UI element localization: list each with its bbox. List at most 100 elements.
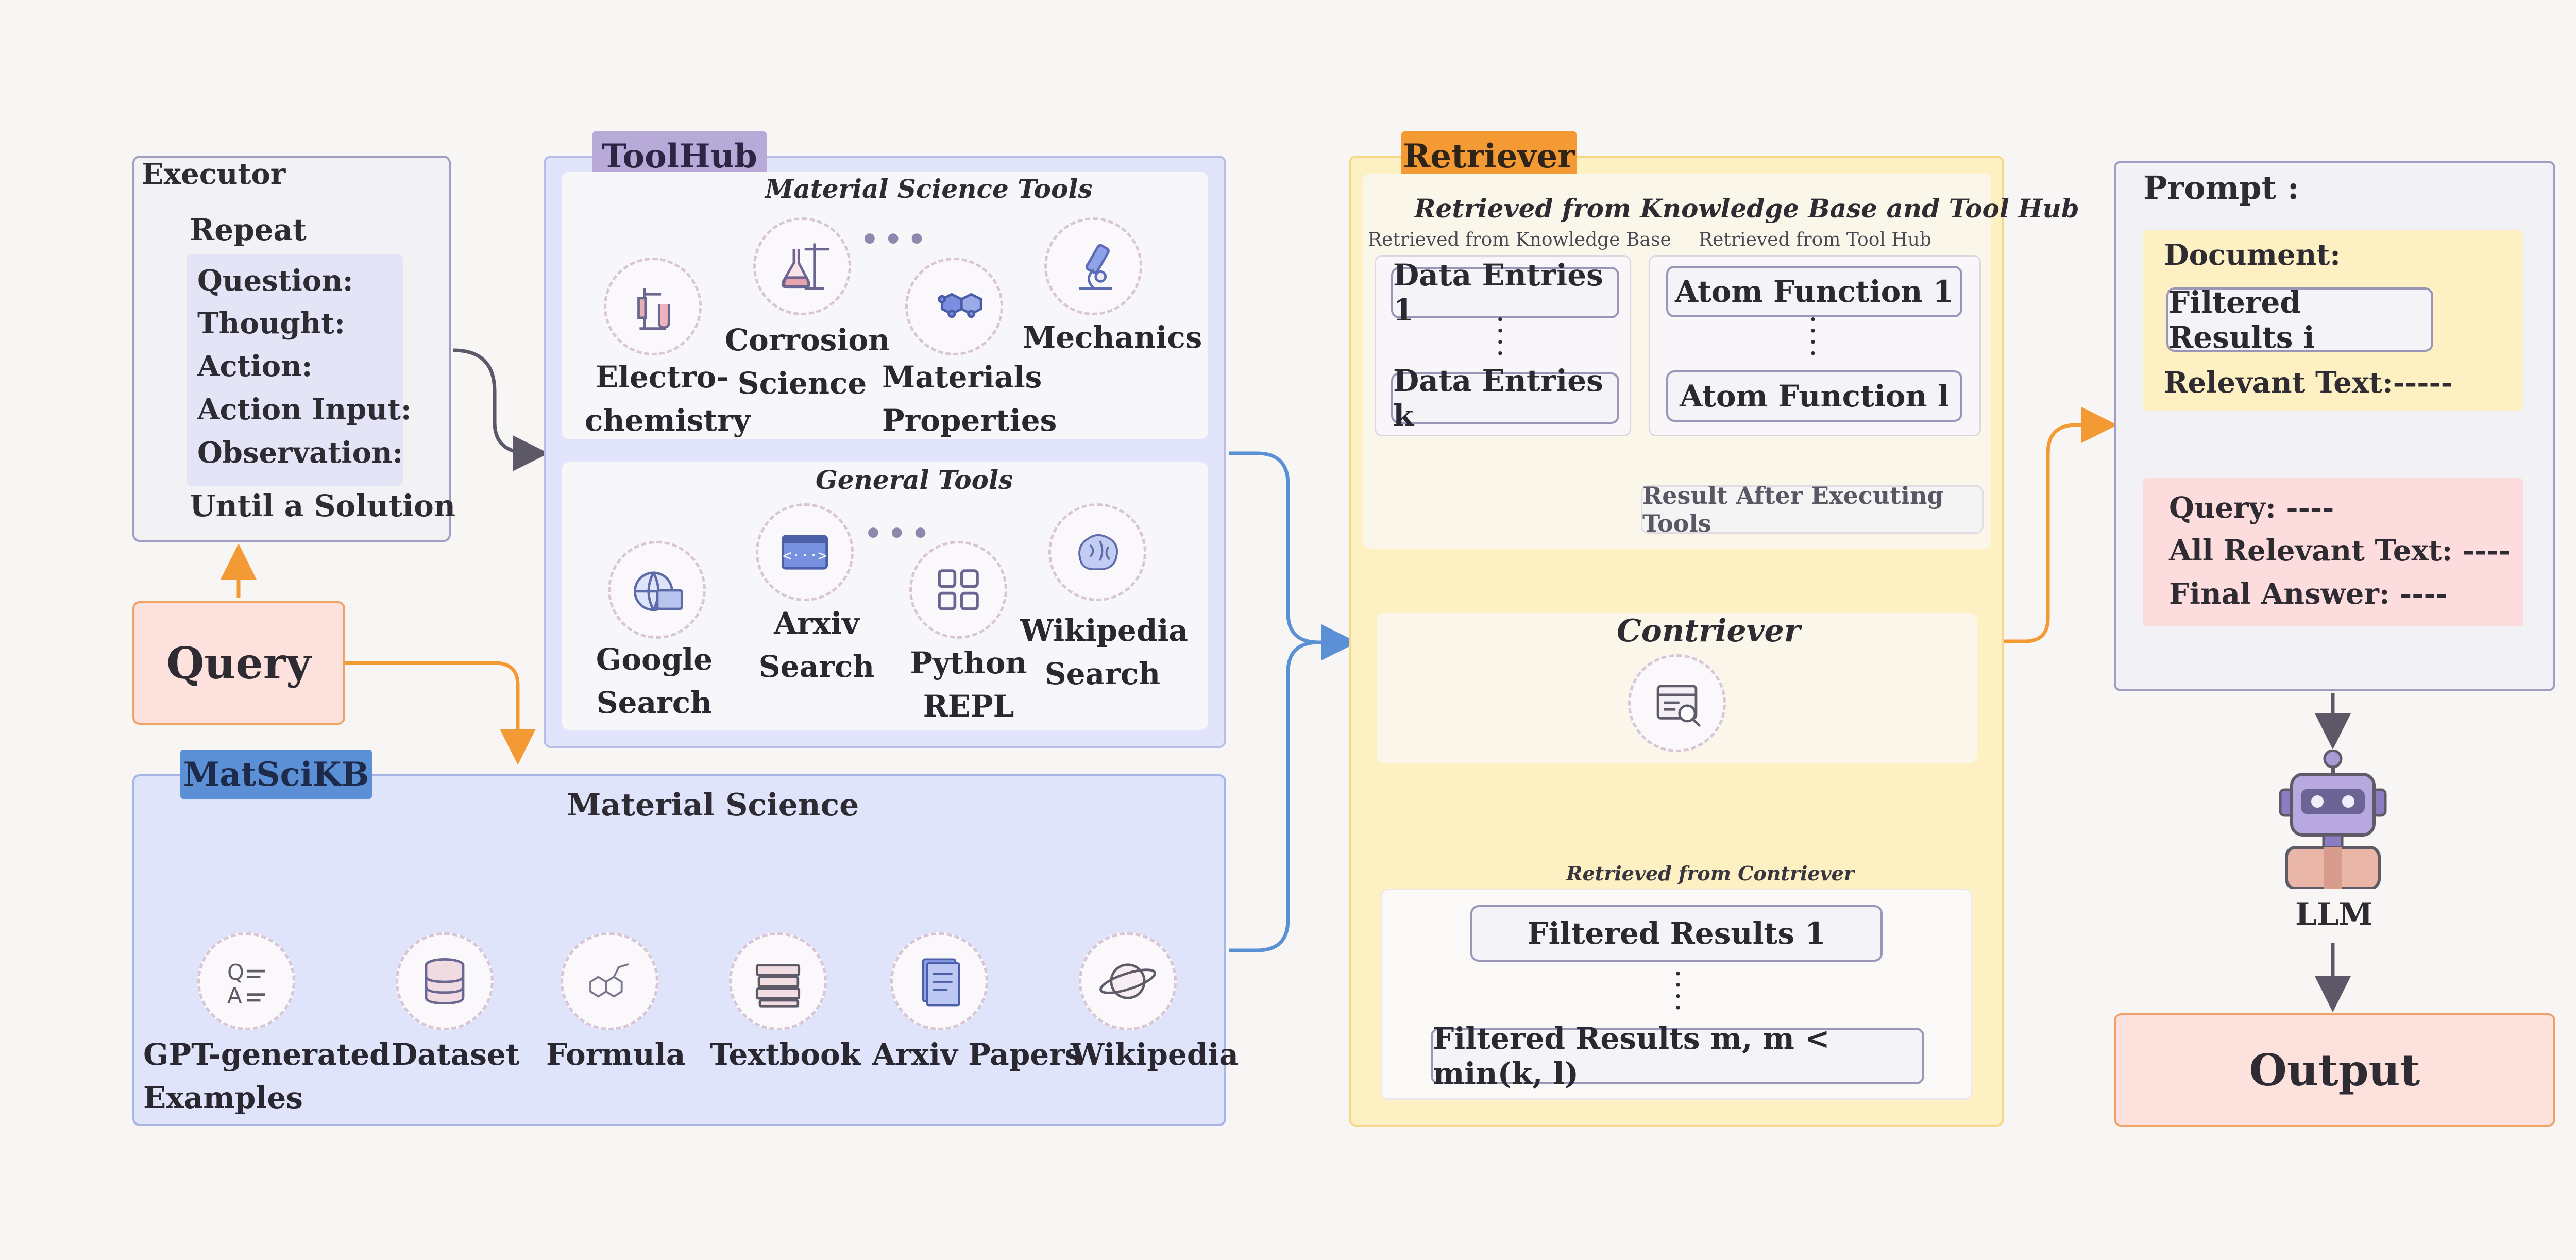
kb-caption: Retrieved from Knowledge Base [1368, 229, 1671, 250]
kb-source-gpt-line1: GPT-generated [143, 1037, 391, 1072]
query-to-kb-arrow [345, 661, 536, 765]
tool-electrochemistry-line1: Electro- [595, 360, 729, 395]
exec-result-text: Result After Executing Tools [1642, 482, 1944, 537]
th-caption: Retrieved from Tool Hub [1699, 229, 1931, 250]
database-icon[interactable] [396, 932, 494, 1030]
exec-result-box[interactable]: Result After Executing Tools [1641, 482, 1984, 537]
code-window-icon[interactable]: <···> [756, 503, 854, 601]
query-box[interactable]: Query [132, 601, 345, 725]
data-entries-first-text: Data Entries 1 [1393, 258, 1603, 328]
brain-icon[interactable] [1048, 503, 1146, 601]
document-icon[interactable] [890, 932, 988, 1030]
molecule-icon[interactable] [905, 258, 1003, 355]
robot-icon [2279, 750, 2387, 889]
executor-steps-box [187, 254, 403, 486]
gen-ellipsis: ••• [864, 517, 935, 551]
th-vertical-ellipsis: ···· [1809, 308, 1817, 366]
svg-text:A: A [227, 983, 242, 1009]
data-entries-last[interactable]: Data Entries k [1391, 363, 1619, 433]
filtered-first[interactable]: Filtered Results 1 [1470, 905, 1883, 962]
grid-apps-icon[interactable] [909, 541, 1007, 639]
flask-icon[interactable] [753, 217, 851, 315]
query-answer-box [2143, 478, 2523, 626]
atom-function-last[interactable]: Atom Function l [1666, 370, 1962, 422]
contriever-title: Contriever [1617, 613, 1801, 649]
tool-materials-label: Materials Properties [882, 355, 1057, 442]
filtered-last-text: Filtered Results m, m < min(k, l) [1433, 1021, 1830, 1091]
toolhub-tag-text: ToolHub [602, 137, 757, 176]
tool-arxiv-label: Arxiv Search [739, 602, 894, 688]
data-entries-first[interactable]: Data Entries 1 [1391, 258, 1619, 328]
tool-google-label: Google Search [577, 638, 732, 724]
prompt-all-relevant-line: All Relevant Text: ---- [2169, 534, 2511, 568]
document-label: Document: [2164, 238, 2341, 272]
tool-corrosion-line1: Corrosion [725, 322, 890, 357]
ms-tools-title: Material Science Tools [765, 174, 1093, 204]
executor-title: Executor [142, 157, 286, 191]
tool-arxiv-line1: Arxiv [774, 606, 859, 641]
tool-google-line1: Google [596, 642, 713, 677]
step-action: Action: [197, 349, 313, 383]
tool-electrochemistry-label: Electro- chemistry [585, 355, 751, 442]
kb-source-textbook: Textbook [710, 1037, 861, 1072]
tool-google-line2: Search [596, 685, 713, 720]
chemical-structure-icon[interactable] [561, 932, 658, 1030]
globe-browser-icon[interactable] [608, 541, 706, 639]
tool-python-line1: Python [910, 645, 1027, 680]
matscikb-tag: MatSciKB [180, 750, 372, 799]
retriever-to-prompt-arrow [2004, 407, 2117, 643]
tool-python-label: Python REPL [891, 641, 1046, 728]
filtered-results-i[interactable]: Filtered Results i [2166, 284, 2433, 355]
atom-function-first[interactable]: Atom Function 1 [1666, 266, 1962, 317]
tool-mechanics-line1: Mechanics [1023, 320, 1202, 355]
kb-to-retriever-arrow [1229, 640, 1319, 952]
output-box[interactable]: Output [2114, 1013, 2555, 1127]
filtered-results-i-text: Filtered Results i [2168, 284, 2315, 355]
tool-arxiv-line2: Search [758, 649, 875, 684]
kb-source-dataset: Dataset [392, 1037, 520, 1072]
tool-wikipedia-line1: Wikipedia [1020, 613, 1188, 648]
atom-function-last-text: Atom Function l [1680, 379, 1949, 414]
contriever-caption: Retrieved from Contriever [1566, 862, 1854, 885]
tool-corrosion-label: Corrosion Science [725, 318, 890, 405]
output-label: Output [2249, 1044, 2420, 1096]
prompt-final-answer-line: Final Answer: ---- [2169, 577, 2448, 611]
until-solution-label: Until a Solution [190, 488, 456, 523]
llm-label: LLM [2295, 896, 2373, 932]
tool-corrosion-line2: Science [737, 366, 867, 401]
kb-root-label: Material Science [567, 787, 859, 823]
svg-text:Q: Q [227, 960, 244, 985]
tool-wikipedia-line2: Search [1044, 656, 1161, 691]
step-question: Question: [197, 264, 353, 298]
tool-python-line2: REPL [923, 689, 1014, 724]
kb-source-wikipedia: Wikipedia [1071, 1037, 1239, 1072]
tool-wikipedia-label: Wikipedia Search [1020, 609, 1188, 695]
kb-source-arxiv: Arxiv Papers [872, 1037, 1082, 1072]
planet-icon[interactable] [1079, 932, 1177, 1030]
kb-vertical-ellipsis: ···· [1497, 308, 1504, 366]
step-action-input: Action Input: [197, 393, 412, 427]
kb-source-gpt-line2: Examples [143, 1080, 303, 1115]
search-server-icon [1628, 654, 1726, 752]
tool-materials-line1: Materials [882, 360, 1042, 395]
data-entries-last-text: Data Entries k [1393, 363, 1603, 433]
repeat-label: Repeat [190, 212, 307, 247]
ms-ellipsis: ••• [860, 223, 931, 257]
tool-electrochemistry-line2: chemistry [585, 403, 751, 438]
step-thought: Thought: [197, 307, 345, 340]
prompt-query-line: Query: ---- [2169, 491, 2334, 525]
query-label: Query [166, 637, 311, 689]
microscope-icon[interactable] [1044, 217, 1142, 315]
retriever-tag: Retriever [1401, 131, 1577, 181]
tool-mechanics-label: Mechanics [1023, 316, 1202, 359]
filtered-last[interactable]: Filtered Results m, m < min(k, l) [1431, 1021, 1924, 1091]
general-tools-title: General Tools [816, 465, 1013, 495]
toolhub-to-retriever-arrow [1229, 451, 1358, 660]
kb-source-formula: Formula [546, 1037, 686, 1072]
executor-to-toolhub-arrow [453, 348, 549, 471]
books-icon[interactable] [729, 932, 827, 1030]
matscikb-panel [132, 774, 1226, 1126]
tool-materials-line2: Properties [882, 403, 1057, 438]
lab-stand-icon[interactable] [604, 258, 702, 355]
